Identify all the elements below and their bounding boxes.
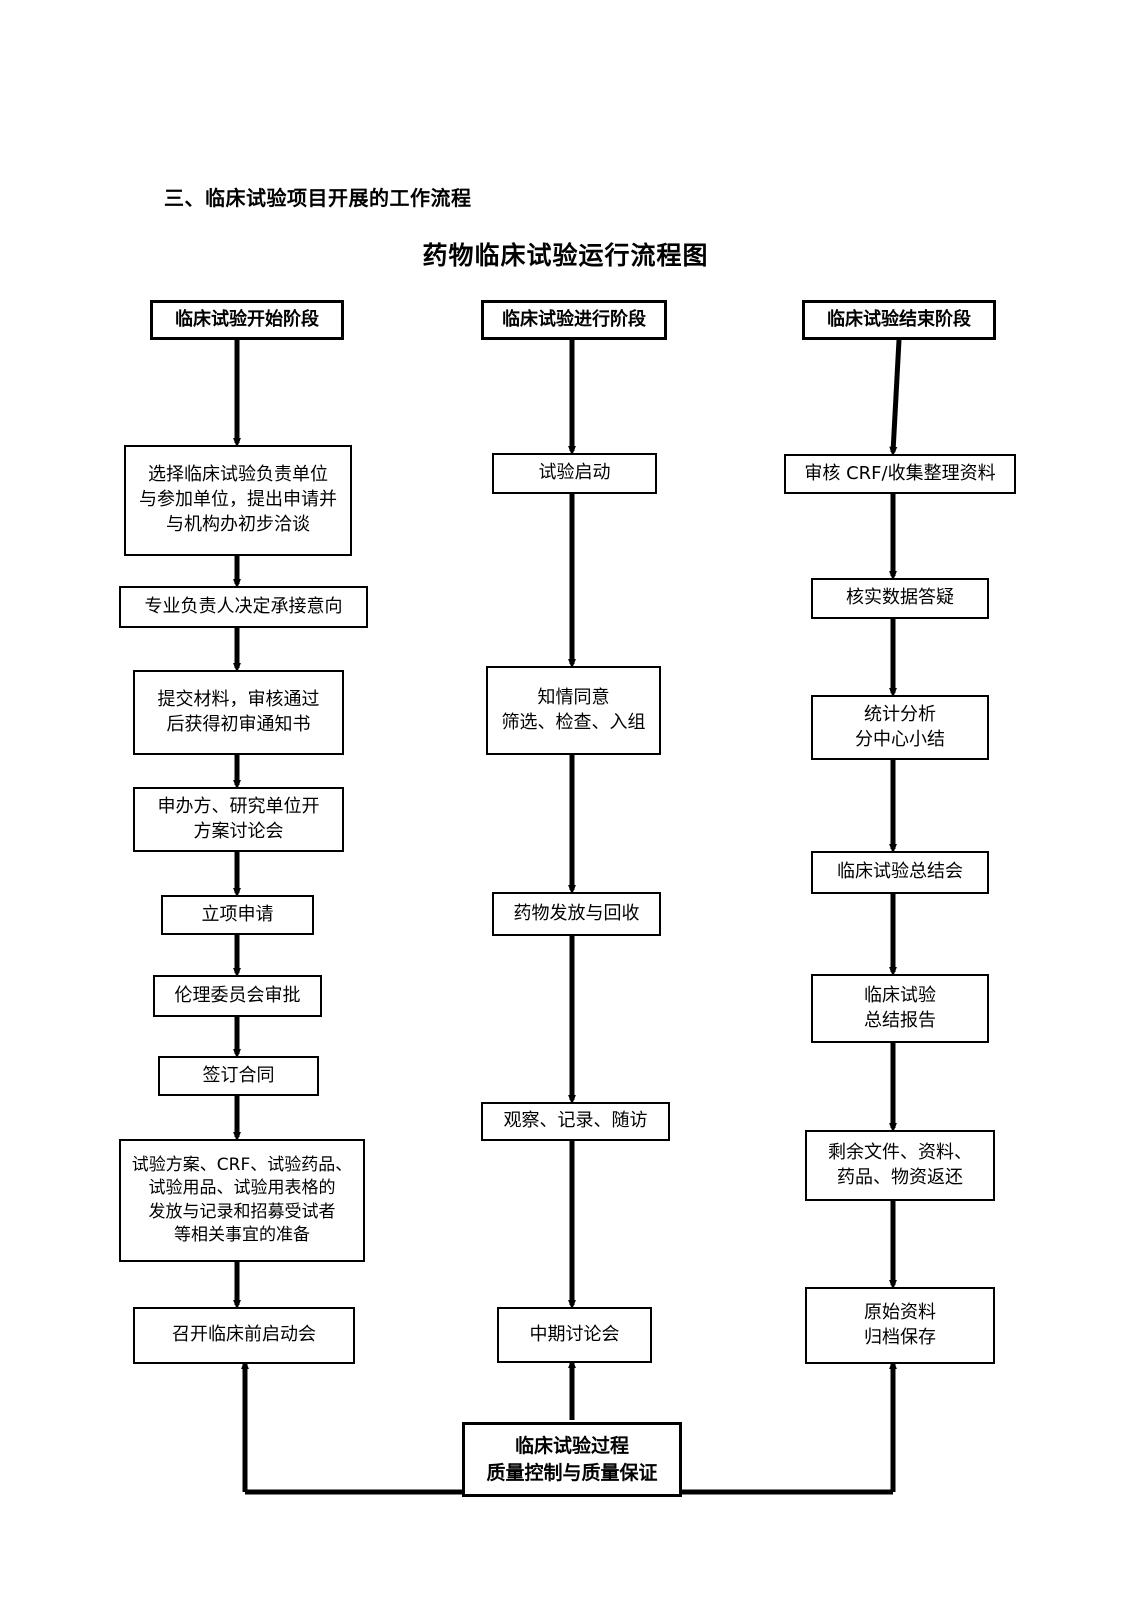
node-sign-contract[interactable]: 签订合同 (158, 1056, 319, 1096)
node-submit-materials[interactable]: 提交材料，审核通过 后获得初审通知书 (133, 670, 344, 755)
node-summary-report[interactable]: 临床试验 总结报告 (811, 974, 989, 1043)
node-preclinical-kickoff[interactable]: 召开临床前启动会 (133, 1307, 355, 1364)
node-review-crf[interactable]: 审核 CRF/收集整理资料 (784, 454, 1016, 494)
node-observe-record-followup[interactable]: 观察、记录、随访 (481, 1102, 670, 1141)
node-interim-meeting[interactable]: 中期讨论会 (497, 1307, 652, 1363)
node-informed-consent[interactable]: 知情同意 筛选、检查、入组 (486, 666, 661, 755)
node-select-lead-unit[interactable]: 选择临床试验负责单位 与参加单位，提出申请并 与机构办初步洽谈 (124, 445, 352, 556)
phase-header-ongoing[interactable]: 临床试验进行阶段 (481, 300, 667, 340)
page-title: 药物临床试验运行流程图 (422, 241, 709, 270)
node-quality-control[interactable]: 临床试验过程 质量控制与质量保证 (462, 1422, 682, 1497)
node-pi-accept-intent[interactable]: 专业负责人决定承接意向 (119, 586, 368, 628)
node-drug-dispense-return[interactable]: 药物发放与回收 (492, 892, 661, 936)
phase-header-end[interactable]: 临床试验结束阶段 (802, 300, 996, 340)
node-trial-initiation[interactable]: 试验启动 (492, 453, 657, 494)
node-project-application[interactable]: 立项申请 (161, 895, 314, 935)
section-heading: 三、临床试验项目开展的工作流程 (164, 186, 472, 210)
node-ethics-approval[interactable]: 伦理委员会审批 (153, 975, 322, 1017)
node-return-materials[interactable]: 剩余文件、资料、 药品、物资返还 (805, 1130, 995, 1201)
node-statistical-analysis[interactable]: 统计分析 分中心小结 (811, 695, 989, 760)
node-trial-summary-meeting[interactable]: 临床试验总结会 (811, 851, 989, 894)
node-protocol-discussion[interactable]: 申办方、研究单位开 方案讨论会 (133, 787, 344, 852)
phase-header-start[interactable]: 临床试验开始阶段 (150, 300, 344, 340)
node-prepare-materials[interactable]: 试验方案、CRF、试验药品、 试验用品、试验用表格的 发放与记录和招募受试者 等… (119, 1139, 365, 1262)
node-verify-data-query[interactable]: 核实数据答疑 (811, 578, 989, 619)
node-archive-source-docs[interactable]: 原始资料 归档保存 (805, 1287, 995, 1364)
